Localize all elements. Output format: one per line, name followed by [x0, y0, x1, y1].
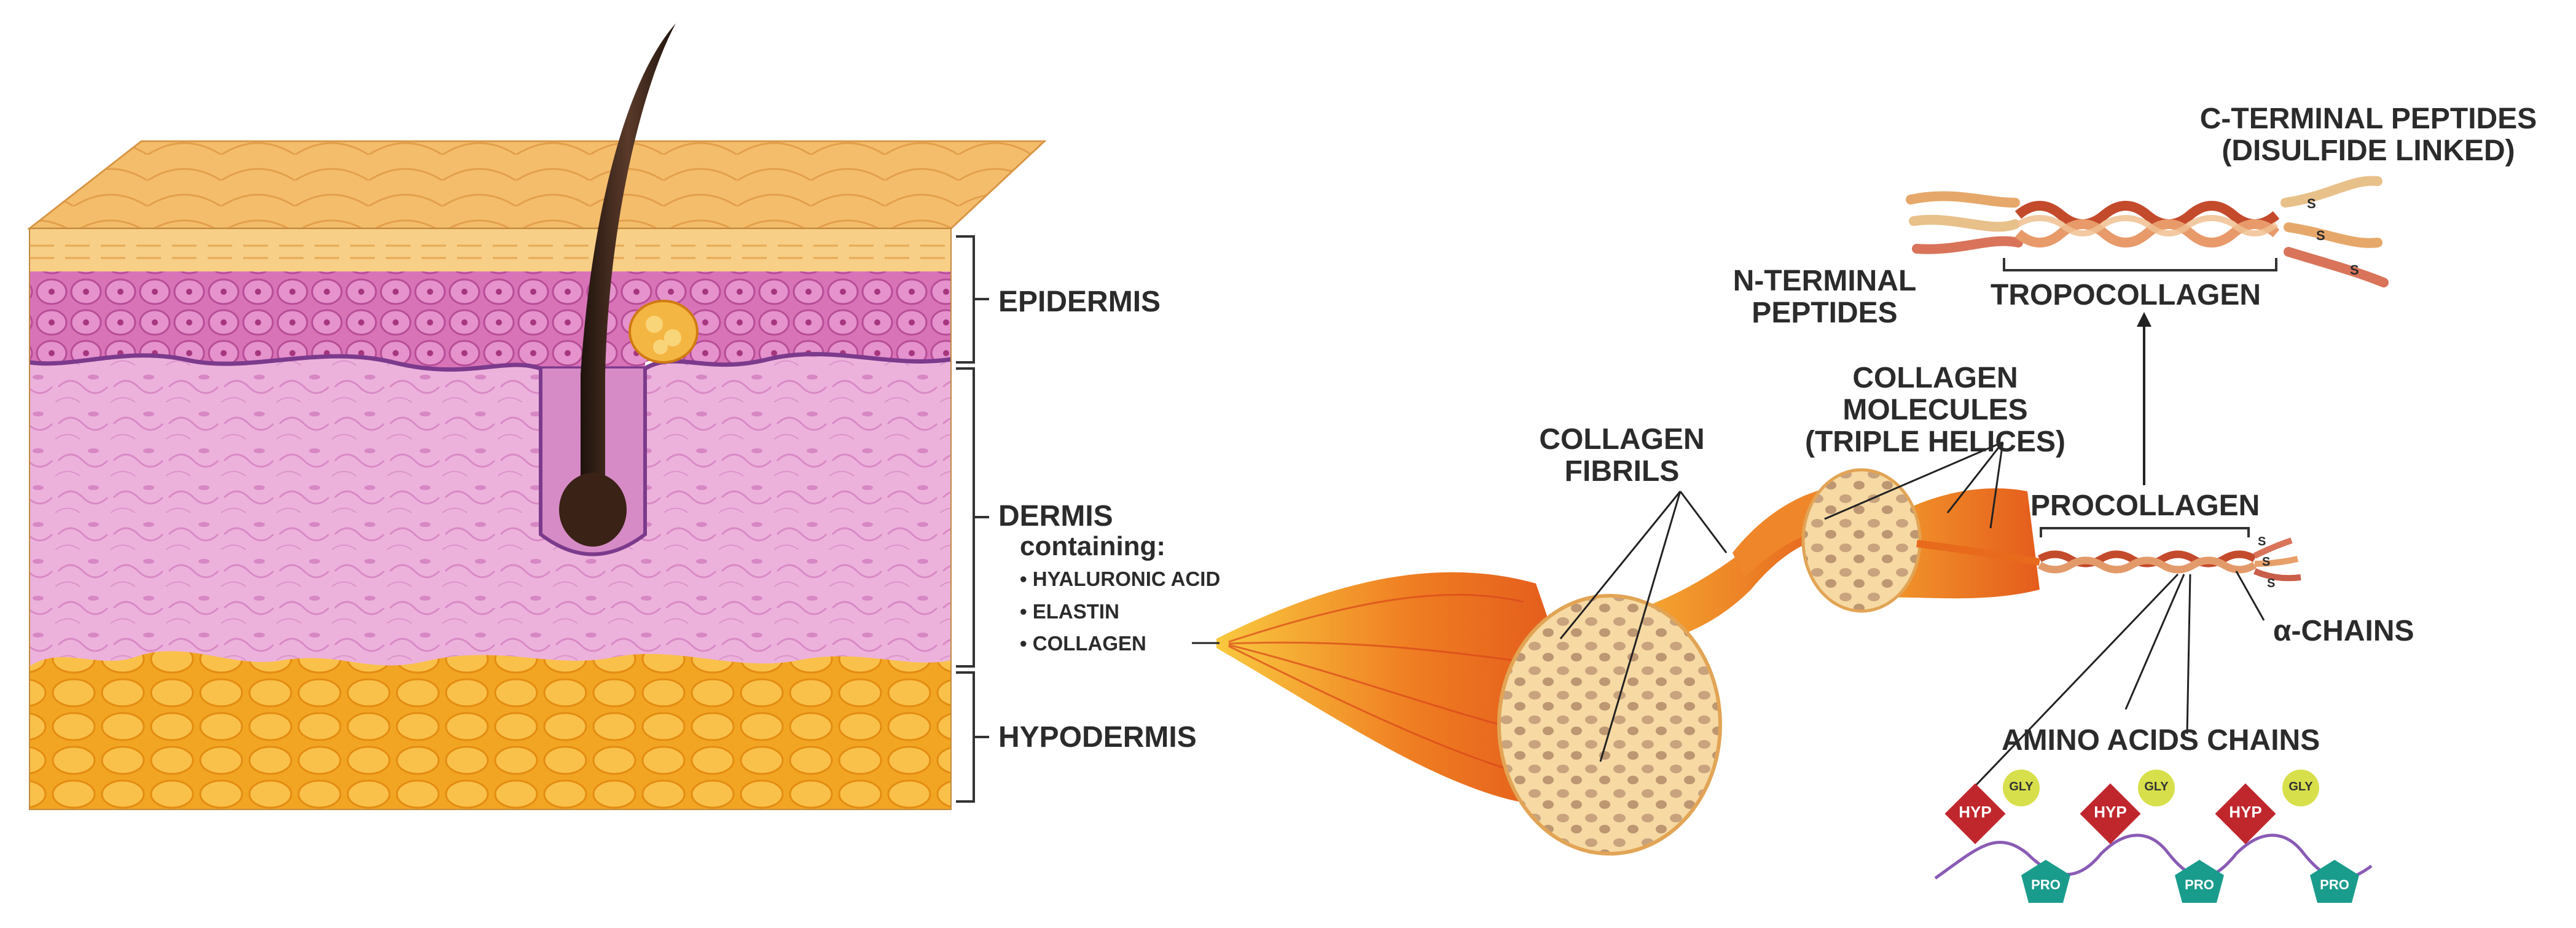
- fibril-cross-section-small: [1801, 468, 1922, 613]
- label-collagen-molecules: COLLAGEN MOLECULES (TRIPLE HELICES): [1769, 362, 2101, 458]
- disulfide-s-5: S: [2262, 555, 2271, 569]
- label-alpha-chains: α-CHAINS: [2273, 615, 2414, 647]
- label-epidermis: EPIDERMIS: [998, 286, 1161, 318]
- dermis-layer: [29, 354, 951, 669]
- dermis-bracket: [956, 367, 975, 668]
- sebaceous-gland: [628, 300, 699, 364]
- gly-circle-2: [2138, 770, 2175, 806]
- gly-circle-3: [2282, 770, 2319, 806]
- label-containing: containing:: [1020, 531, 1166, 561]
- label-procollagen: PROCOLLAGEN: [2030, 489, 2260, 522]
- disulfide-s-4: S: [2258, 535, 2266, 548]
- label-c-terminal-line2: (DISULFIDE LINKED): [2222, 134, 2515, 167]
- alpha-leader: [2235, 571, 2265, 621]
- amino-acid-chain: [1934, 770, 2373, 903]
- badge-hyp-3: HYP: [2229, 803, 2262, 821]
- label-collagen-fibrils-line1: COLLAGEN: [1539, 423, 1705, 456]
- disulfide-s-6: S: [2267, 577, 2276, 590]
- label-collagen-molecules-line2: MOLECULES: [1842, 393, 2028, 426]
- molecules-leader: [1824, 441, 2004, 529]
- basement-membrane: [29, 352, 952, 372]
- disulfide-s-1: S: [2307, 196, 2316, 211]
- label-hypodermis: HYPODERMIS: [998, 721, 1197, 754]
- label-amino-acids-chains: AMINO ACIDS CHAINS: [2002, 724, 2320, 757]
- epidermis-layer: [29, 271, 951, 370]
- hypodermis-bracket: [956, 671, 975, 803]
- hyp-diamond-2: [2080, 783, 2141, 844]
- skin-surface: [26, 140, 1047, 230]
- stratum-corneum: [29, 228, 951, 271]
- label-c-terminal-peptides: C-TERMINAL PEPTIDES (DISULFIDE LINKED): [2172, 103, 2565, 167]
- amino-unit-3: [2215, 770, 2359, 903]
- badge-pro-2: PRO: [2185, 877, 2214, 892]
- leader-lines: [1192, 441, 2265, 790]
- label-collagen-fibrils: COLLAGEN FIBRILS: [1524, 424, 1720, 488]
- label-tropocollagen: TROPOCOLLAGEN: [1991, 279, 2261, 311]
- arrow-procollagen-to-tropocollagen: [2137, 312, 2151, 485]
- label-hyaluronic-acid: HYALURONIC ACID: [1020, 568, 1221, 590]
- procollagen-helix: [1916, 537, 2301, 582]
- hyp-diamond-1: [1944, 783, 2006, 844]
- badge-gly-2: GLY: [2144, 780, 2169, 793]
- label-collagen-molecules-line1: COLLAGEN: [1852, 362, 2018, 394]
- label-n-terminal-peptides: N-TERMINAL PEPTIDES: [1714, 265, 1935, 329]
- badge-gly-3: GLY: [2288, 780, 2313, 793]
- label-elastin: ELASTIN: [1020, 601, 1119, 623]
- layer-brackets: [956, 235, 989, 803]
- hyp-diamond-3: [2215, 783, 2276, 844]
- collagen-fibril-illustration: [1216, 468, 2301, 856]
- label-collagen-molecules-line3: (TRIPLE HELICES): [1804, 425, 2065, 458]
- fibrils-leader: [1559, 491, 1728, 762]
- badge-hyp-2: HYP: [2094, 803, 2127, 821]
- pro-pentagon-3: [2310, 860, 2359, 903]
- pro-pentagon-1: [2021, 860, 2070, 903]
- gly-circle-1: [2003, 770, 2040, 806]
- badge-pro-1: PRO: [2031, 877, 2061, 892]
- tropocollagen-illustration: [1906, 176, 2389, 287]
- label-collagen: COLLAGEN: [1020, 633, 1146, 655]
- skin-cross-section: [26, 23, 1047, 810]
- label-n-terminal-line1: N-TERMINAL: [1732, 265, 1917, 297]
- label-c-terminal-line1: C-TERMINAL PEPTIDES: [2199, 103, 2537, 135]
- badge-gly-1: GLY: [2009, 780, 2034, 793]
- label-n-terminal-line2: PEPTIDES: [1752, 296, 1898, 329]
- epidermis-bracket: [956, 235, 975, 364]
- label-collagen-fibrils-line2: FIBRILS: [1564, 454, 1680, 488]
- amino-unit-1: [1944, 770, 2070, 903]
- badge-pro-3: PRO: [2320, 877, 2349, 892]
- badge-hyp-1: HYP: [1959, 803, 1992, 821]
- amino-leader: [1971, 573, 2191, 790]
- disulfide-s-3: S: [2350, 262, 2359, 278]
- hypodermis-layer: [29, 651, 951, 809]
- amino-unit-2: [2080, 770, 2224, 903]
- hair-shaft: [581, 23, 676, 510]
- hair-bulb: [559, 473, 627, 547]
- disulfide-s-2: S: [2316, 228, 2325, 243]
- pro-pentagon-2: [2175, 860, 2224, 903]
- label-dermis: DERMIS: [998, 500, 1113, 532]
- fibril-cross-section-large: [1497, 594, 1722, 856]
